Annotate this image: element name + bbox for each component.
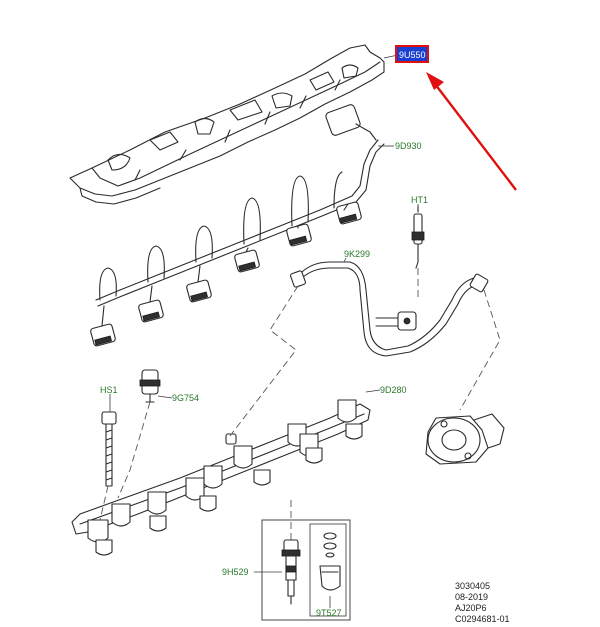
- footer-line-2: 08-2019: [455, 592, 489, 602]
- callout-cover: 9U550: [399, 50, 426, 60]
- callout-fuel-line: 9K299: [344, 249, 370, 259]
- rail-cups: [87, 399, 357, 543]
- highlight-marker: [395, 45, 517, 191]
- callout-fuel-rail: 9D280: [380, 385, 407, 395]
- fuel-pump: [425, 413, 505, 465]
- footer-line-3: AJ20P6: [455, 603, 487, 613]
- callout-injector: 9H529: [222, 567, 249, 577]
- seal-kit: [319, 532, 341, 591]
- fuel-line: [289, 261, 489, 357]
- callout-wiring-harness: 9D930: [395, 141, 422, 151]
- callout-bolt: HS1: [100, 385, 118, 395]
- bolt: [101, 411, 117, 487]
- temperature-sensor: [411, 205, 425, 269]
- injector-inset: [261, 519, 351, 621]
- callout-temperature-sensor: HT1: [411, 195, 428, 205]
- rail-injector-sockets: [95, 423, 363, 556]
- pressure-sensor: [139, 369, 161, 403]
- wiring-harness: [90, 104, 385, 347]
- leader-lines: [109, 54, 419, 608]
- engine-cover: [69, 44, 385, 205]
- illustration-reference: 3030405 08-2019 AJ20P6 C0294681-01: [455, 581, 510, 625]
- callout-seal-kit: 9T527: [316, 608, 342, 618]
- harness-connectors: [90, 201, 362, 347]
- injector: [281, 539, 301, 605]
- fuel-rail: [71, 399, 371, 556]
- relation-lines: [99, 268, 501, 540]
- callout-labels: 9U550 9D930 HT1 9K299 HS1 9G754 9D280 9H…: [100, 50, 428, 618]
- footer-line-4: C0294681-01: [455, 614, 510, 624]
- footer-line-1: 3030405: [455, 581, 491, 591]
- callout-pressure-sensor: 9G754: [172, 393, 199, 403]
- harness-loops: [99, 171, 343, 301]
